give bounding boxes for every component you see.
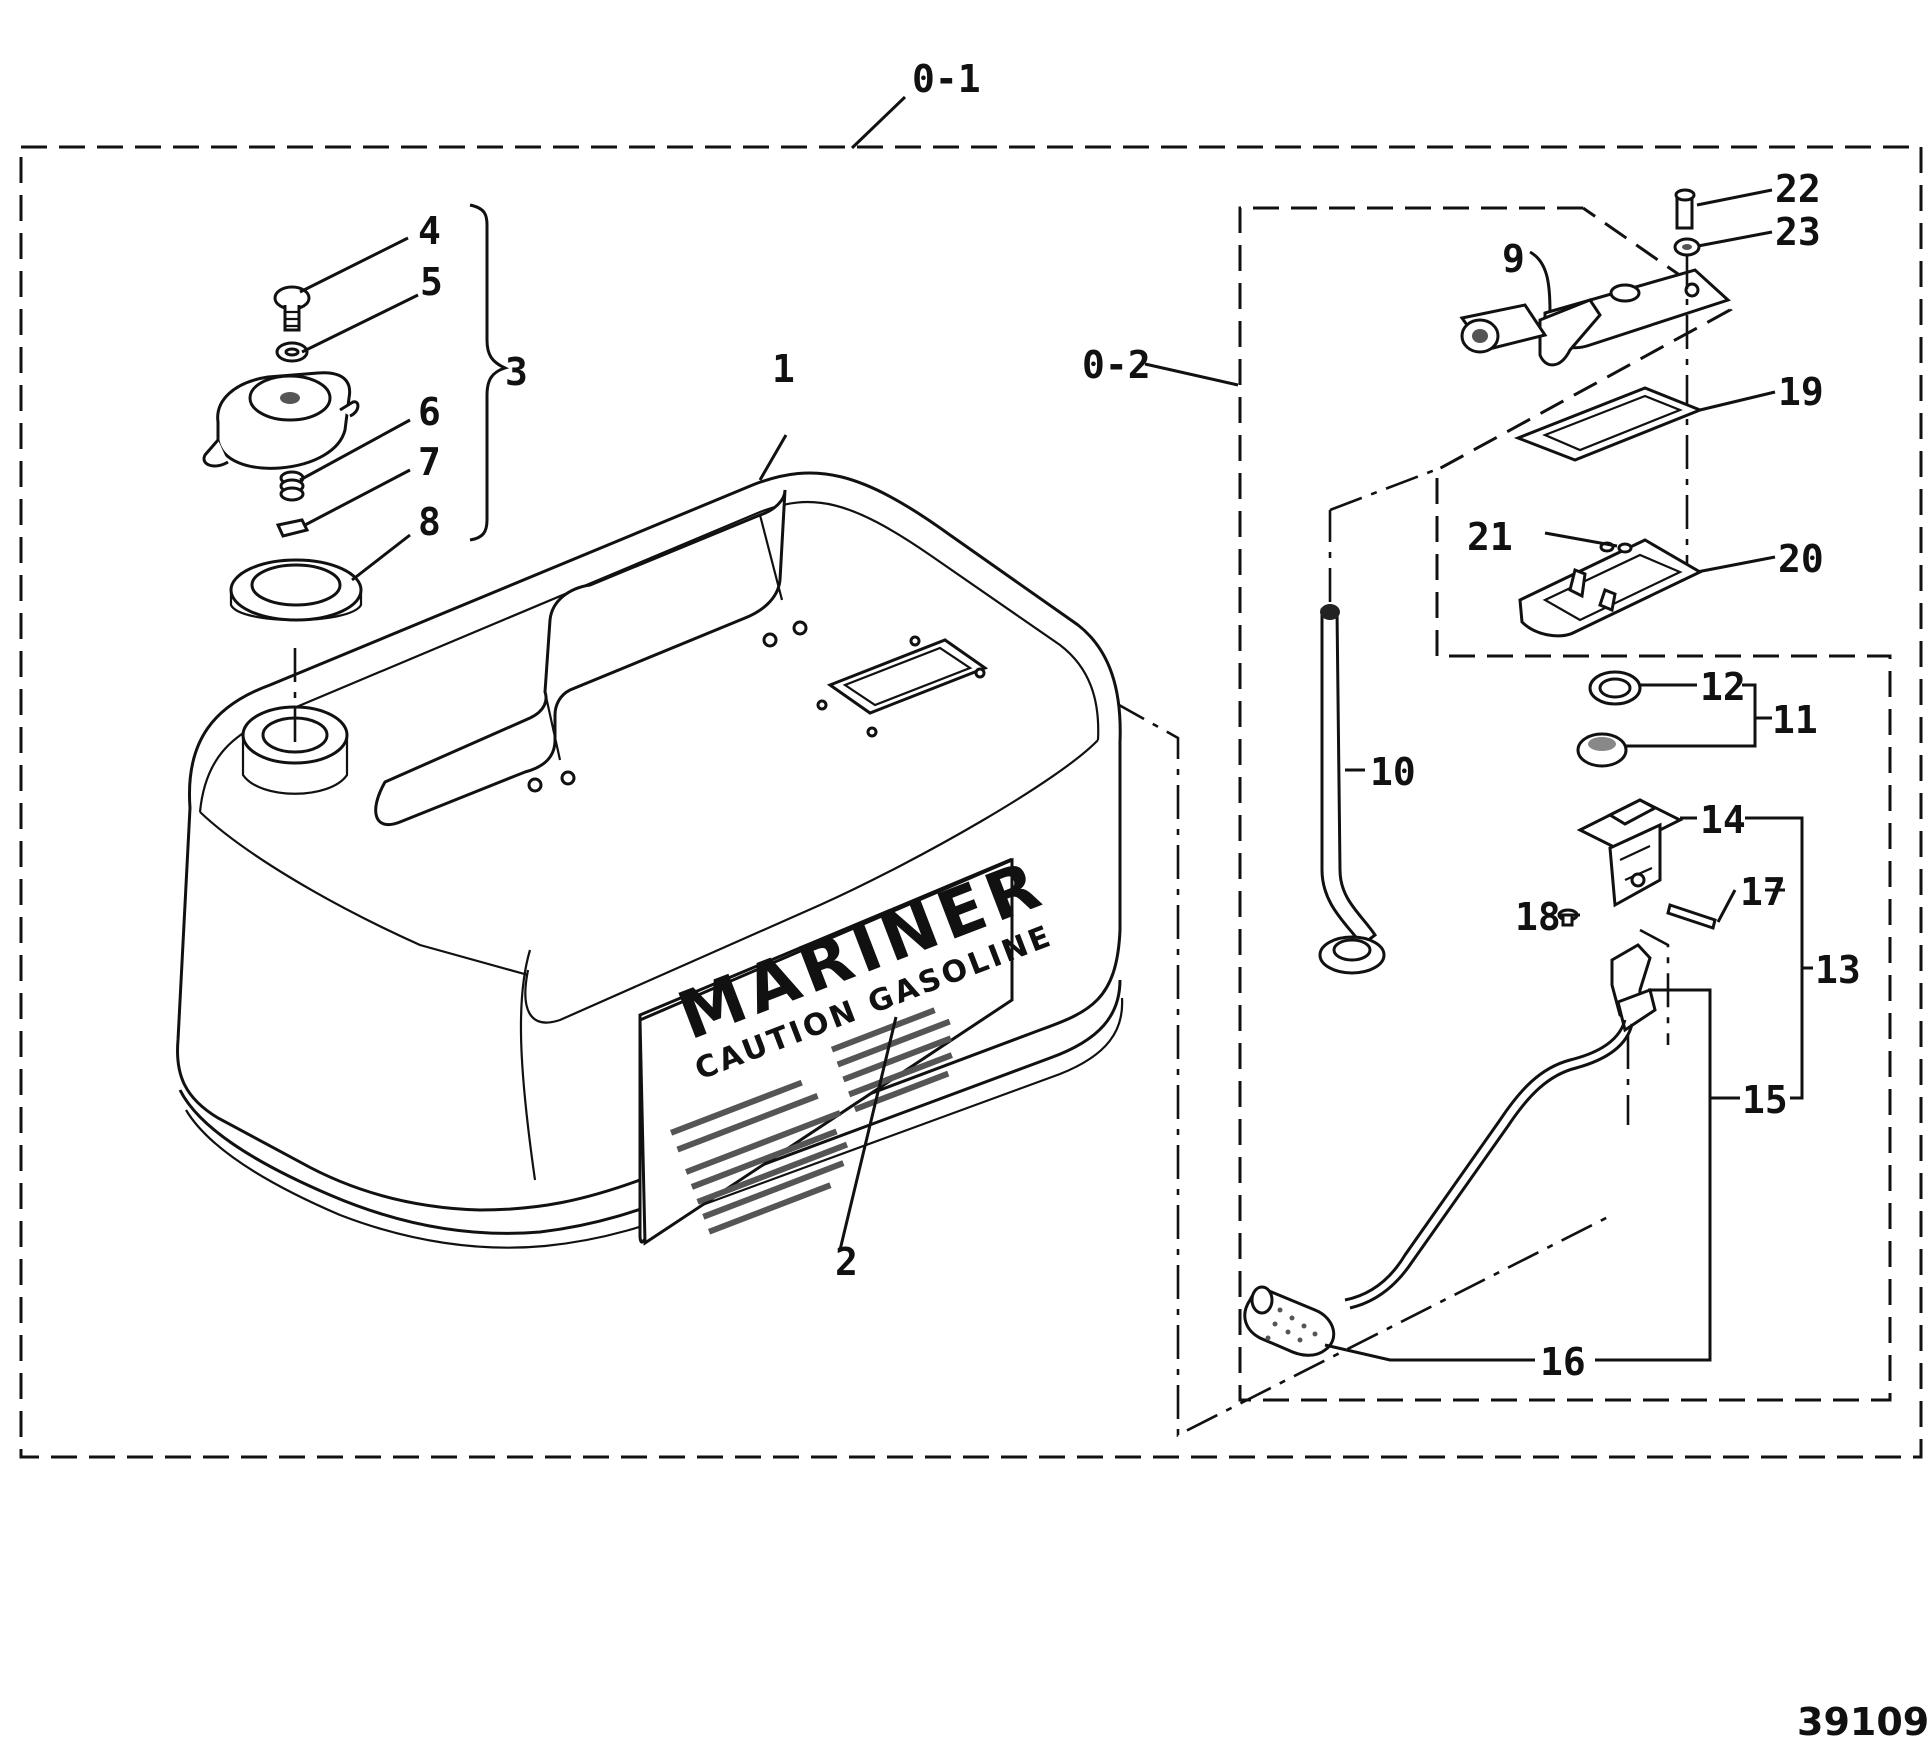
- callout-3: 3: [505, 350, 528, 394]
- callout-20: 20: [1778, 537, 1824, 581]
- sub-assembly-leader: [1144, 362, 1239, 387]
- callout-15: 15: [1742, 1078, 1788, 1122]
- callout-11: 11: [1772, 698, 1818, 742]
- callout-16: 16: [1540, 1340, 1586, 1384]
- callout-10: 10: [1370, 750, 1416, 794]
- fuel-tank: MARINER CAUTION GASOLINE: [176, 471, 1124, 1249]
- fuel-pickup-tube: [1318, 604, 1386, 975]
- callout-12: 12: [1700, 665, 1746, 709]
- callout-4: 4: [418, 209, 441, 253]
- callout-14: 14: [1700, 798, 1746, 842]
- tube-to-cover-line: [1329, 468, 1436, 512]
- gauge-gasket: [1513, 386, 1705, 462]
- housing-axis-line: [1639, 928, 1670, 1045]
- callout-9: 9: [1502, 237, 1525, 281]
- filler-cap-assembly: [202, 285, 363, 622]
- small-screw: [1557, 908, 1579, 927]
- document-number: 39109: [1797, 1700, 1928, 1744]
- callout-13: 13: [1815, 948, 1861, 992]
- main-assembly-leader: [850, 95, 907, 150]
- assembly-path-line: [904, 583, 1613, 1438]
- main-assembly-boundary: [19, 145, 1923, 1459]
- callout-7: 7: [418, 440, 441, 484]
- gauge-base-plate: [1518, 538, 1704, 638]
- callout-17: 17: [1740, 870, 1786, 914]
- cap-assembly-bracket: [469, 203, 510, 542]
- main-assembly-label: 0-1: [912, 57, 981, 101]
- gauge-housing: [1576, 798, 1684, 908]
- callout-5: 5: [420, 260, 443, 304]
- callout-19: 19: [1778, 370, 1824, 414]
- callout-2: 2: [835, 1240, 858, 1284]
- callout-8: 8: [418, 500, 441, 544]
- callout-23: 23: [1775, 210, 1821, 254]
- callout-21: 21: [1467, 515, 1513, 559]
- pivot-pin: [1666, 903, 1717, 930]
- fuel-gauge-cover: [1459, 188, 1731, 575]
- callout-6: 6: [418, 390, 441, 434]
- sub-assembly-label: 0-2: [1082, 343, 1151, 387]
- callout-18: 18: [1515, 895, 1561, 939]
- callout-numbers: 1 2 3 4 5 6 7 8 9 10 11 12 13 14 15 16 1…: [418, 167, 1861, 1384]
- sub-assembly-boundary: [1238, 206, 1892, 1402]
- callout-1: 1: [772, 347, 795, 391]
- callout-22: 22: [1775, 167, 1821, 211]
- float-arm-assembly: [1344, 943, 1657, 1310]
- float: [1243, 1285, 1336, 1357]
